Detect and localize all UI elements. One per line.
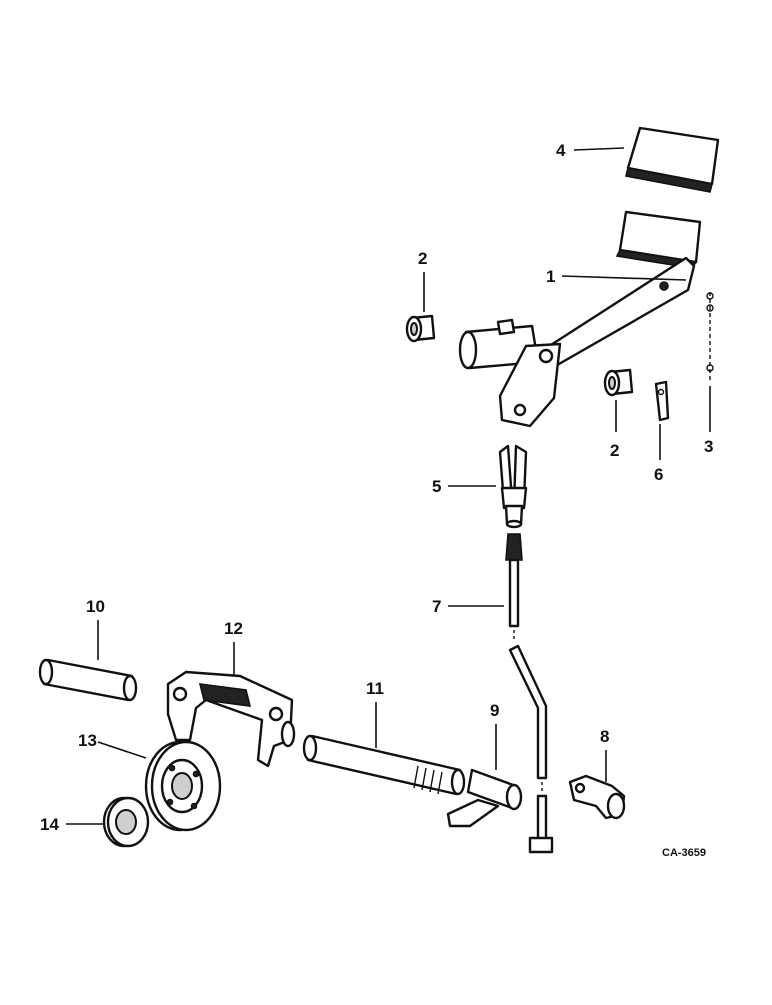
callout-8: 8 — [600, 727, 609, 746]
part-3-spring — [706, 292, 714, 380]
part-1-pedal-arm — [458, 210, 702, 428]
part-8-arm — [568, 774, 626, 820]
callout-7: 7 — [432, 597, 441, 616]
part-2-bushing-right — [603, 368, 634, 397]
callout-9: 9 — [490, 701, 499, 720]
part-2-bushing-left — [405, 314, 436, 343]
callout-6: 6 — [654, 465, 663, 484]
callout-2-left: 2 — [418, 249, 427, 268]
callout-2-right: 2 — [610, 441, 619, 460]
drawing-code: CA-3659 — [662, 847, 706, 859]
callout-10: 10 — [86, 597, 105, 616]
callout-14: 14 — [40, 815, 59, 834]
leader-lines — [66, 147, 711, 825]
callout-12: 12 — [224, 619, 243, 638]
part-13-disc — [144, 740, 222, 832]
part-11-cross-shaft — [302, 734, 466, 796]
part-9-lever — [446, 768, 523, 828]
callout-4: 4 — [556, 141, 566, 160]
part-5-clevis — [498, 444, 528, 529]
callout-labels: 4 1 2 2 3 6 5 7 10 12 11 9 8 13 14 CA-36… — [40, 141, 713, 859]
callout-13: 13 — [78, 731, 97, 750]
part-4-pedal-pad — [625, 126, 720, 193]
part-7-rod — [505, 533, 554, 854]
callout-3: 3 — [704, 437, 713, 456]
part-10-shaft — [38, 658, 138, 702]
part-12-bracket — [166, 670, 296, 768]
part-14-bearing — [102, 796, 150, 848]
callout-11: 11 — [366, 679, 384, 698]
callout-5: 5 — [432, 477, 441, 496]
part-6-pin — [654, 380, 670, 422]
callout-1: 1 — [546, 267, 555, 286]
